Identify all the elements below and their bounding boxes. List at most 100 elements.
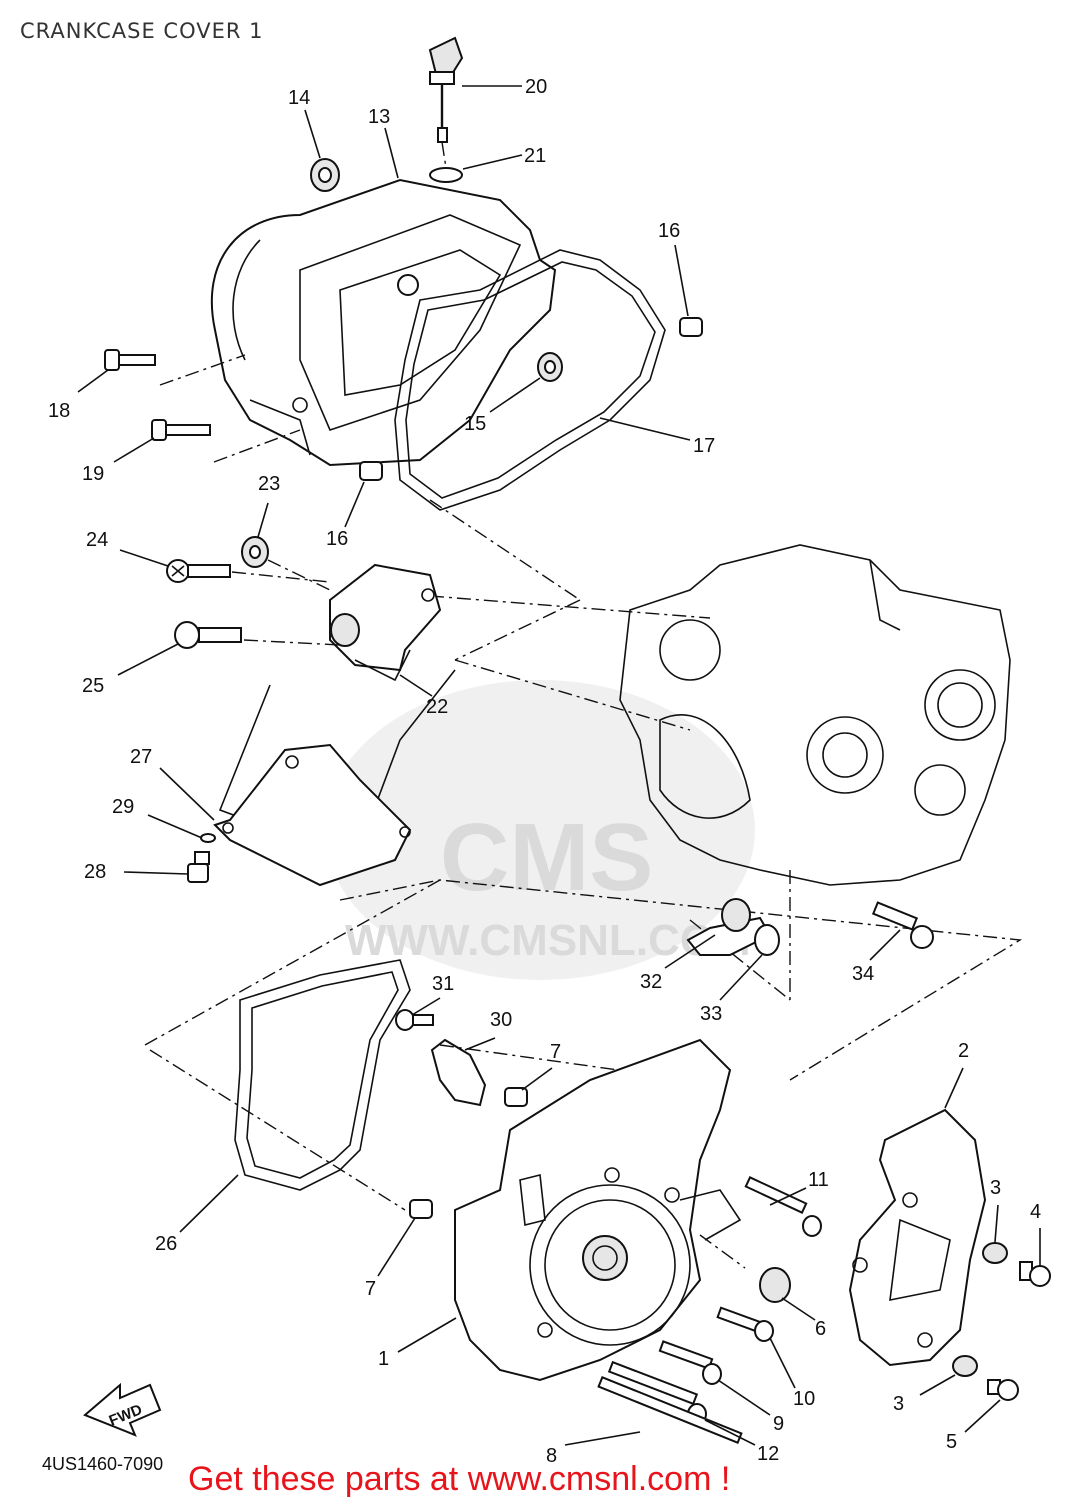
callout-leader-16 bbox=[674, 244, 689, 317]
part-23-grommet[interactable] bbox=[241, 536, 269, 568]
callout-leader-15 bbox=[489, 377, 541, 413]
callout-2[interactable]: 2 bbox=[958, 1040, 969, 1062]
part-15-bearing[interactable] bbox=[537, 352, 563, 382]
callout-leader-16 bbox=[344, 481, 365, 528]
part-25-bolt[interactable] bbox=[174, 621, 242, 649]
callout-16[interactable]: 16 bbox=[658, 220, 680, 242]
callout-24[interactable]: 24 bbox=[86, 529, 108, 551]
callout-leader-2 bbox=[944, 1067, 964, 1109]
callout-leader-9 bbox=[717, 1379, 771, 1416]
part-33-o-ring[interactable] bbox=[754, 924, 780, 956]
callout-23[interactable]: 23 bbox=[258, 473, 280, 495]
callout-leader-14 bbox=[304, 109, 321, 159]
callout-16[interactable]: 16 bbox=[326, 528, 348, 550]
callout-leader-11 bbox=[769, 1187, 807, 1206]
callout-leader-6 bbox=[781, 1297, 816, 1321]
drawing-code: 4US1460-7090 bbox=[42, 1454, 163, 1474]
part-20-oil-filler-cap[interactable] bbox=[428, 36, 464, 143]
fwd-arrow-icon: FWD bbox=[83, 1382, 162, 1437]
part-13-crankcase-cover[interactable] bbox=[210, 178, 557, 467]
callout-25[interactable]: 25 bbox=[82, 675, 104, 697]
callout-15[interactable]: 15 bbox=[464, 413, 486, 435]
callout-5[interactable]: 5 bbox=[946, 1431, 957, 1453]
callout-6[interactable]: 6 bbox=[815, 1318, 826, 1340]
callout-8[interactable]: 8 bbox=[546, 1445, 557, 1467]
callout-leader-34 bbox=[869, 929, 901, 961]
callout-10[interactable]: 10 bbox=[793, 1388, 815, 1410]
part-24-screw[interactable] bbox=[166, 559, 231, 583]
callout-21[interactable]: 21 bbox=[524, 145, 546, 167]
callout-26[interactable]: 26 bbox=[155, 1233, 177, 1255]
watermark: CMS WWW.CMSNL.COM bbox=[325, 680, 755, 980]
part-18-bolt[interactable] bbox=[104, 349, 156, 371]
callout-leaders bbox=[77, 85, 1041, 1446]
part-29-washer[interactable] bbox=[200, 833, 216, 843]
part-19-bolt[interactable] bbox=[151, 419, 211, 441]
callout-leader-23 bbox=[257, 502, 269, 538]
part-7-dowel-pin[interactable] bbox=[409, 1199, 433, 1219]
part-28-bolt[interactable] bbox=[187, 851, 210, 883]
part-9-bolt[interactable] bbox=[658, 1340, 722, 1385]
part-11-bolt[interactable] bbox=[744, 1176, 822, 1237]
callout-leader-7 bbox=[377, 1217, 416, 1277]
callout-18[interactable]: 18 bbox=[48, 400, 70, 422]
part-3-grommet[interactable] bbox=[982, 1242, 1008, 1264]
part-34-bolt[interactable] bbox=[871, 901, 934, 949]
callout-19[interactable]: 19 bbox=[82, 463, 104, 485]
callout-17[interactable]: 17 bbox=[693, 435, 715, 457]
callout-leader-7 bbox=[521, 1067, 553, 1091]
callout-leader-13 bbox=[384, 127, 399, 179]
callout-3[interactable]: 3 bbox=[990, 1177, 1001, 1199]
part-5-screw[interactable] bbox=[987, 1379, 1019, 1401]
part-2-cover[interactable] bbox=[848, 1108, 987, 1367]
part-1-crankcase-cover[interactable] bbox=[454, 1038, 742, 1382]
callout-29[interactable]: 29 bbox=[112, 796, 134, 818]
part-27-plate[interactable] bbox=[213, 743, 412, 887]
callout-leader-33 bbox=[719, 954, 763, 1001]
callout-leader-5 bbox=[964, 1399, 1001, 1433]
part-16-dowel-pin[interactable] bbox=[359, 461, 383, 481]
part-6-plug[interactable] bbox=[759, 1267, 791, 1303]
part-26-gasket[interactable] bbox=[234, 959, 411, 1191]
callout-34[interactable]: 34 bbox=[852, 963, 874, 985]
callout-28[interactable]: 28 bbox=[84, 861, 106, 883]
promo-link[interactable]: Get these parts at www.cmsnl.com ! bbox=[188, 1460, 730, 1498]
callout-32[interactable]: 32 bbox=[640, 971, 662, 993]
part-22-oil-pump[interactable] bbox=[329, 563, 442, 682]
part-30-bracket[interactable] bbox=[430, 1038, 487, 1107]
callout-leader-22 bbox=[399, 674, 433, 697]
callout-13[interactable]: 13 bbox=[368, 106, 390, 128]
watermark-brand: CMS bbox=[440, 804, 653, 911]
callout-7[interactable]: 7 bbox=[550, 1041, 561, 1063]
diagram-title: CRANKCASE COVER 1 bbox=[20, 19, 264, 43]
crankcase-assembly bbox=[619, 544, 1011, 886]
part-16-dowel-pin[interactable] bbox=[679, 317, 703, 337]
callout-20[interactable]: 20 bbox=[525, 76, 547, 98]
callout-3[interactable]: 3 bbox=[893, 1393, 904, 1415]
callout-leader-19 bbox=[113, 437, 155, 463]
part-3-grommet[interactable] bbox=[952, 1355, 978, 1377]
callout-27[interactable]: 27 bbox=[130, 746, 152, 768]
part-10-bolt[interactable] bbox=[716, 1306, 774, 1342]
part-7-dowel-pin[interactable] bbox=[504, 1087, 528, 1107]
callout-leader-1 bbox=[397, 1317, 457, 1353]
callout-22[interactable]: 22 bbox=[426, 696, 448, 718]
part-4-screw[interactable] bbox=[1019, 1261, 1051, 1287]
callout-12[interactable]: 12 bbox=[757, 1443, 779, 1465]
callout-30[interactable]: 30 bbox=[490, 1009, 512, 1031]
part-14-oil-seal[interactable] bbox=[310, 158, 340, 192]
callout-4[interactable]: 4 bbox=[1030, 1201, 1041, 1223]
callout-11[interactable]: 11 bbox=[808, 1169, 829, 1191]
callout-33[interactable]: 33 bbox=[700, 1003, 722, 1025]
callout-7[interactable]: 7 bbox=[365, 1278, 376, 1300]
callout-9[interactable]: 9 bbox=[773, 1413, 784, 1435]
part-31-screw[interactable] bbox=[395, 1009, 434, 1031]
callout-1[interactable]: 1 bbox=[378, 1348, 389, 1370]
callout-leader-21 bbox=[462, 154, 523, 170]
callout-14[interactable]: 14 bbox=[288, 87, 310, 109]
callout-31[interactable]: 31 bbox=[432, 973, 454, 995]
callout-leader-24 bbox=[119, 549, 169, 567]
part-21-o-ring[interactable] bbox=[429, 167, 463, 183]
callout-leader-29 bbox=[147, 814, 203, 839]
